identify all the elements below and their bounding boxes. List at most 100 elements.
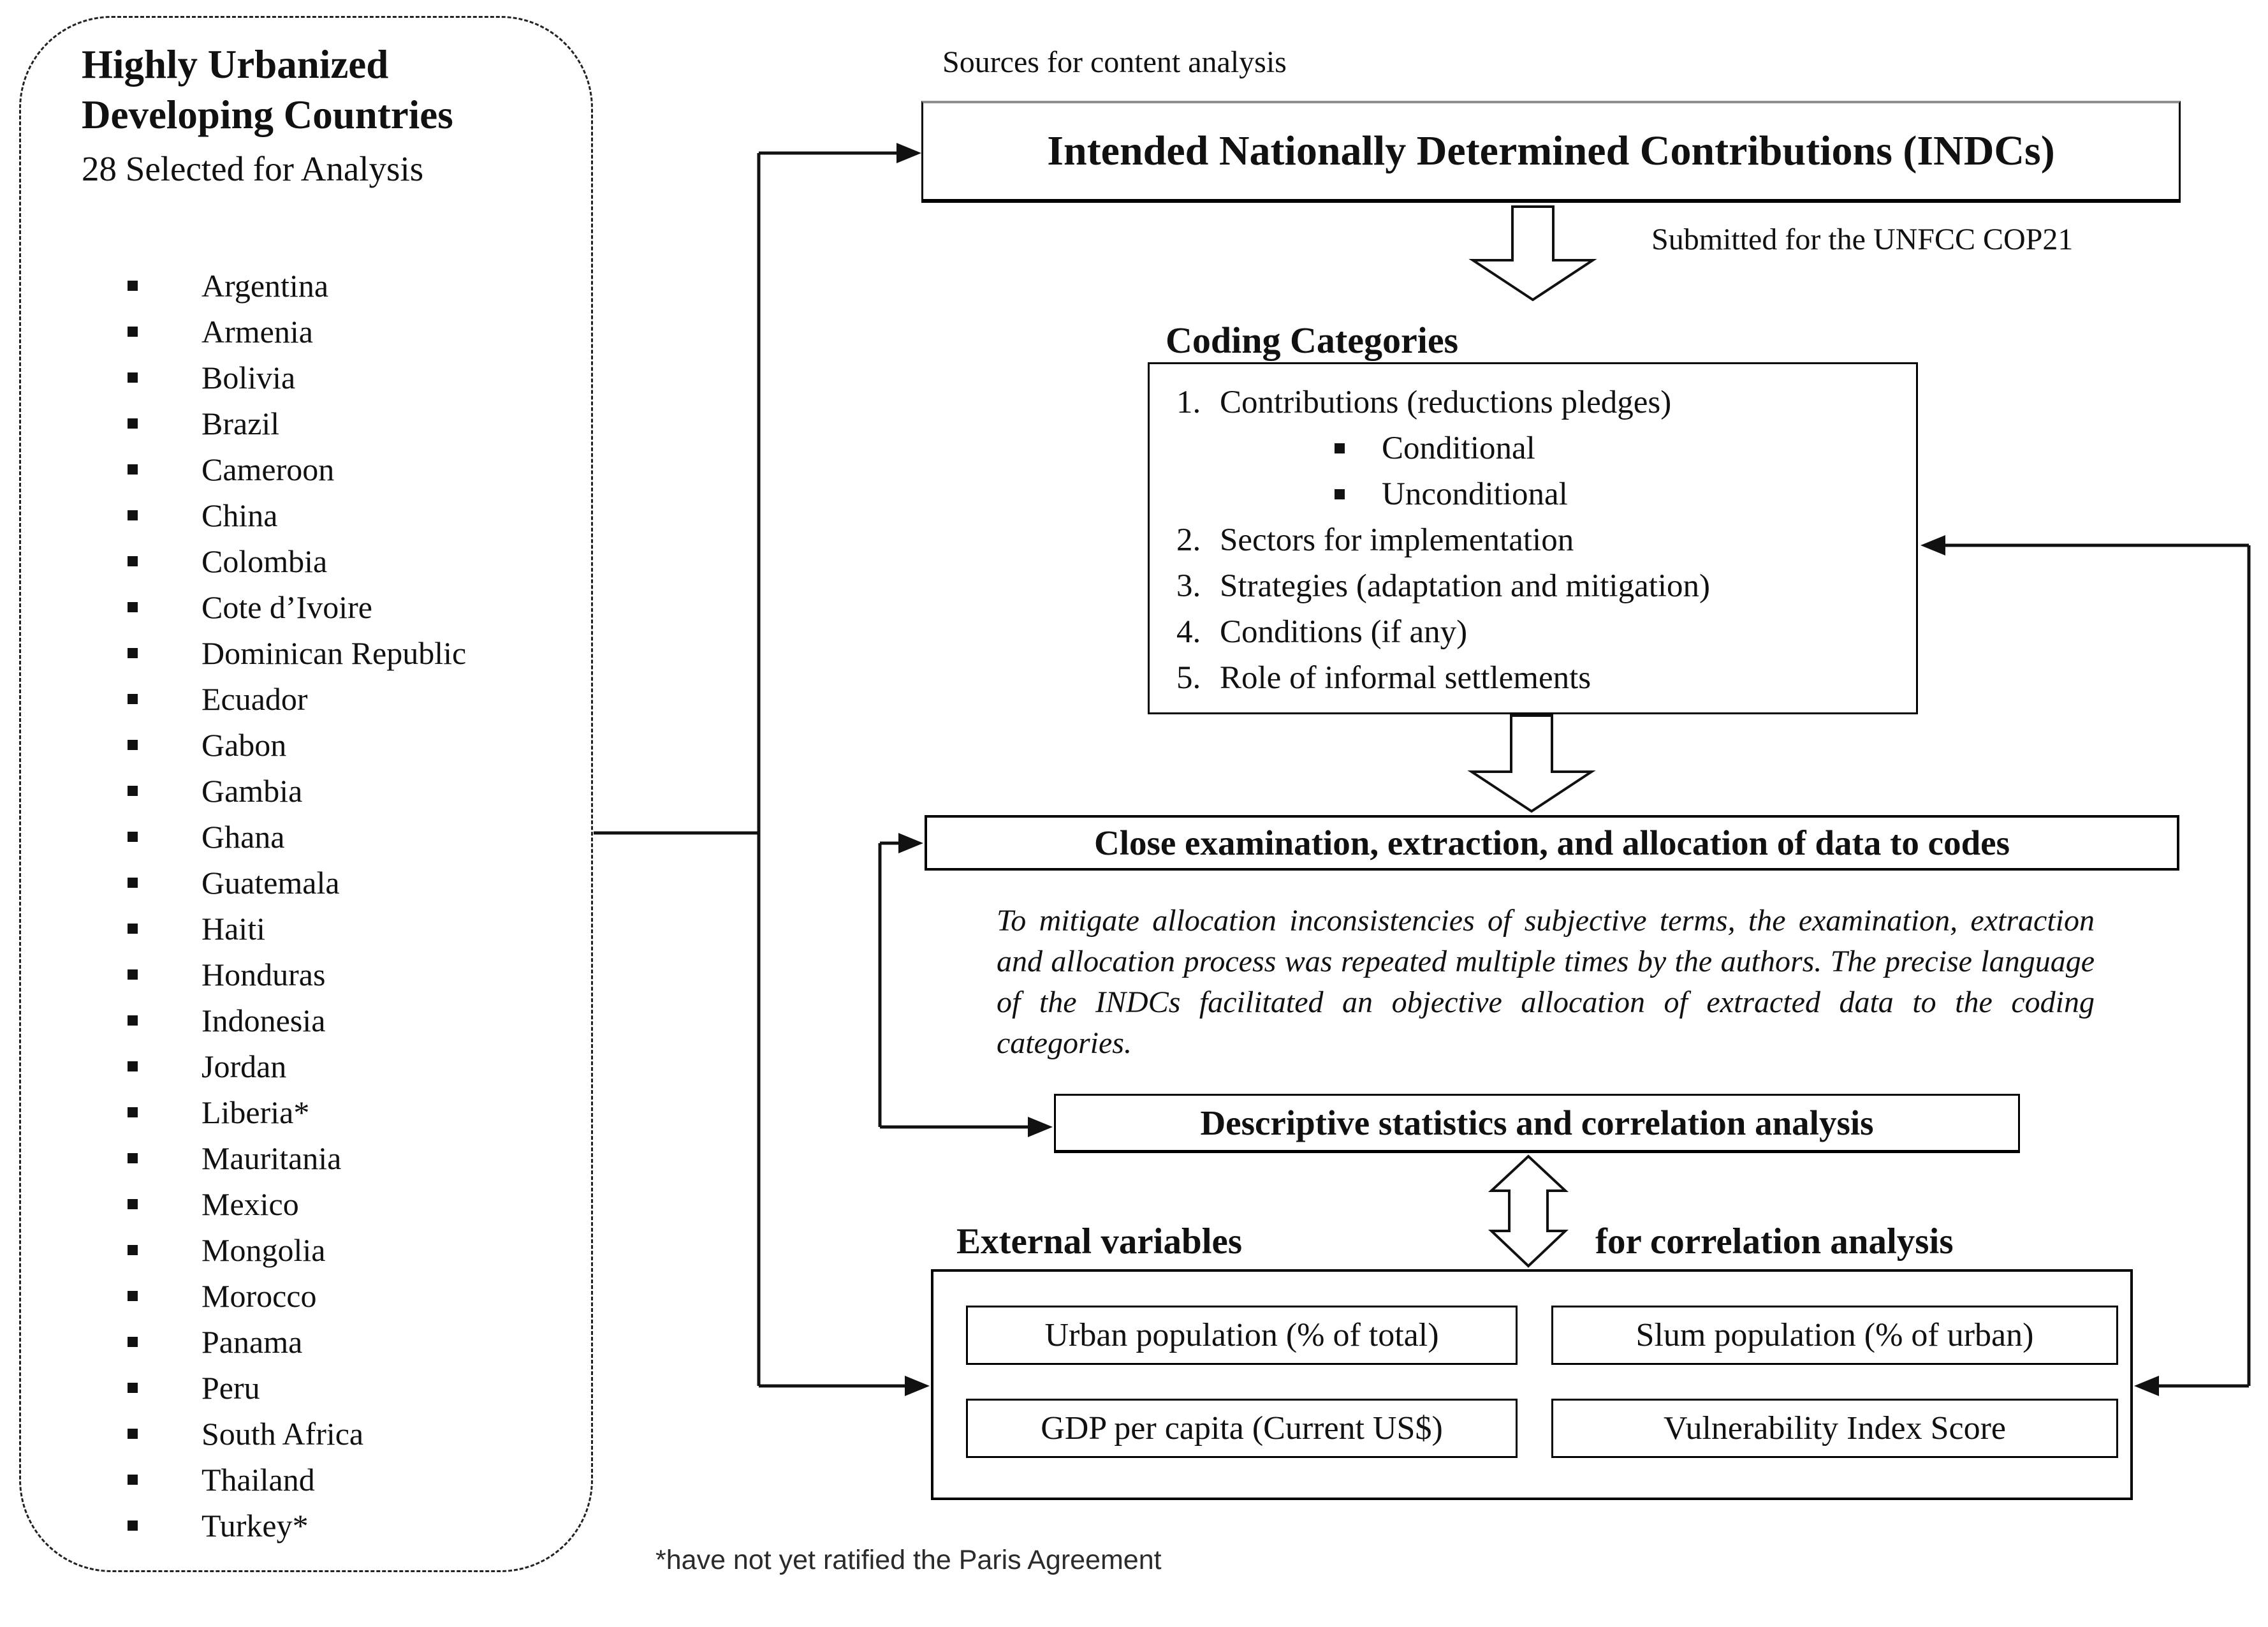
coding-item-number: 2.	[1176, 522, 1201, 558]
coding-numbered-item: 1.Contributions (reductions pledges)	[1150, 379, 1916, 425]
country-name: Bolivia	[201, 360, 296, 395]
arrowhead-into-descriptive	[1028, 1117, 1053, 1137]
country-list-item: Gabon	[128, 722, 574, 768]
country-list-item: Peru	[128, 1365, 574, 1411]
country-name: Cote d’Ivoire	[201, 589, 372, 625]
coding-item-number: 4.	[1176, 614, 1201, 650]
bullet-square-icon	[128, 648, 138, 658]
country-list-item: Argentina	[128, 263, 574, 309]
arrowhead-into-variables-left	[905, 1376, 930, 1396]
indc-box: Intended Nationally Determined Contribut…	[921, 101, 2181, 203]
bullet-square-icon	[128, 1291, 138, 1301]
close-examination-box: Close examination, extraction, and alloc…	[925, 815, 2179, 871]
gdp-per-capita-box: GDP per capita (Current US$)	[966, 1399, 1518, 1458]
submitted-label: Submitted for the UNFCC COP21	[1651, 223, 2074, 256]
bullet-square-icon	[128, 1015, 138, 1026]
arrowhead-into-close	[898, 833, 923, 853]
bullet-square-icon	[128, 740, 138, 750]
country-name: Mexico	[201, 1186, 299, 1222]
countries-panel-title: Highly Urbanized Developing Countries	[82, 42, 453, 137]
country-name: Jordan	[201, 1049, 287, 1084]
arrowhead-into-variables-right	[2134, 1376, 2159, 1396]
country-name: Peru	[201, 1370, 260, 1406]
country-name: Brazil	[201, 406, 280, 441]
country-list-item: Panama	[128, 1319, 574, 1365]
country-name: Ecuador	[201, 681, 308, 717]
external-variables-label: External variables	[956, 1221, 1243, 1262]
coding-categories-heading: Coding Categories	[1166, 320, 1459, 361]
paris-agreement-footnote: *have not yet ratified the Paris Agreeme…	[655, 1545, 1162, 1575]
country-list-item: Honduras	[128, 952, 574, 998]
country-name: Thailand	[201, 1462, 315, 1498]
arrowhead-into-coding	[1920, 535, 1945, 556]
country-name: Indonesia	[201, 1003, 326, 1038]
country-name: Colombia	[201, 543, 328, 579]
bullet-square-icon	[128, 1337, 138, 1347]
countries-panel-subtitle: 28 Selected for Analysis	[82, 149, 424, 188]
bullet-square-icon	[128, 832, 138, 842]
bullet-square-icon	[128, 694, 138, 704]
bullet-square-icon	[128, 510, 138, 520]
coding-item-text: Unconditional	[1382, 476, 1568, 512]
coding-item-text: Sectors for implementation	[1220, 522, 1574, 558]
country-name: Dominican Republic	[201, 635, 467, 671]
country-list-item: Thailand	[128, 1457, 574, 1503]
country-list-item: Jordan	[128, 1043, 574, 1089]
for-correlation-analysis-label: for correlation analysis	[1595, 1221, 1954, 1262]
country-name: Mongolia	[201, 1232, 326, 1268]
country-name: Gambia	[201, 773, 303, 809]
coding-numbered-item: 2. Sectors for implementation	[1150, 517, 1916, 563]
bullet-square-icon	[128, 1429, 138, 1439]
coding-numbered-item: 3.Strategies (adaptation and mitigation)	[1150, 563, 1916, 609]
country-name: Panama	[201, 1324, 303, 1360]
country-list-item: Haiti	[128, 906, 574, 952]
country-list-item: Mongolia	[128, 1227, 574, 1273]
bullet-square-icon	[128, 1475, 138, 1485]
country-list-item: Cameroon	[128, 446, 574, 492]
country-list-item: Mauritania	[128, 1135, 574, 1181]
arrowheads	[896, 143, 2159, 1396]
bullet-square-icon	[128, 281, 138, 291]
country-list-item: Dominican Republic	[128, 630, 574, 676]
bullet-square-icon	[128, 372, 138, 383]
bullet-square-icon	[1335, 489, 1345, 499]
bullet-square-icon	[128, 1153, 138, 1163]
bullet-square-icon	[128, 1199, 138, 1209]
bullet-square-icon	[128, 924, 138, 934]
bullet-square-icon	[128, 418, 138, 429]
country-list-item: Bolivia	[128, 355, 574, 401]
coding-sub-item: Unconditional	[1150, 471, 1916, 517]
block-arrow-down-indc-to-coding	[1468, 205, 1597, 302]
bullet-square-icon	[128, 556, 138, 566]
country-list-item: Morocco	[128, 1273, 574, 1319]
country-list-item: Guatemala	[128, 860, 574, 906]
sources-label: Sources for content analysis	[942, 45, 1287, 79]
external-variables-outer-box	[931, 1269, 2133, 1500]
country-name: Ghana	[201, 819, 285, 855]
coding-item-text: Strategies (adaptation and mitigation)	[1220, 568, 1711, 604]
bullet-square-icon	[128, 327, 138, 337]
country-name: Honduras	[201, 957, 326, 992]
descriptive-statistics-box: Descriptive statistics and correlation a…	[1054, 1094, 2020, 1153]
bullet-square-icon	[128, 1107, 138, 1117]
country-name: Gabon	[201, 727, 287, 763]
bullet-square-icon	[128, 1245, 138, 1255]
arrowhead-into-indc	[896, 143, 921, 163]
country-name: China	[201, 497, 278, 533]
country-name: South Africa	[201, 1416, 364, 1452]
coding-item-text: Role of informal settlements	[1220, 660, 1591, 696]
coding-item-number: 1.	[1176, 385, 1201, 420]
country-list-item: Liberia*	[128, 1089, 574, 1135]
double-arrow-descriptive-variables	[1488, 1154, 1569, 1268]
country-name: Haiti	[201, 911, 265, 946]
method-note-paragraph: To mitigate allocation inconsistencies o…	[997, 904, 2095, 1060]
country-name: Guatemala	[201, 865, 340, 901]
country-list-item: China	[128, 492, 574, 538]
country-list-item: Colombia	[128, 538, 574, 584]
coding-numbered-item: 4.Conditions (if any)	[1150, 609, 1916, 655]
vulnerability-index-box: Vulnerability Index Score	[1551, 1399, 2118, 1458]
country-list-item: Cote d’Ivoire	[128, 584, 574, 630]
bullet-square-icon	[128, 786, 138, 796]
coding-categories-box: 1.Contributions (reductions pledges)Cond…	[1148, 362, 1918, 714]
